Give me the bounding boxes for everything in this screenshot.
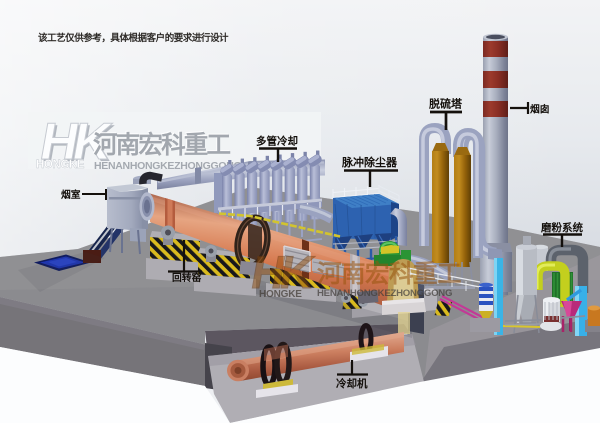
svg-text:回转窑: 回转窑	[172, 271, 202, 284]
svg-text:磨粉系统: 磨粉系统	[540, 221, 583, 234]
svg-text:脱硫塔: 脱硫塔	[429, 97, 463, 111]
svg-text:烟囱: 烟囱	[530, 103, 550, 116]
svg-text:河南宏科重工: 河南宏科重工	[92, 129, 229, 158]
svg-text:冷却机: 冷却机	[336, 377, 368, 390]
svg-text:HONGKE: HONGKE	[259, 289, 302, 300]
svg-text:河南宏科重工: 河南宏科重工	[93, 130, 230, 159]
svg-text:HENANHONGKEZHONGGONG: HENANHONGKEZHONGGONG	[317, 288, 452, 299]
svg-text:烟室: 烟室	[61, 188, 81, 201]
svg-text:河南宏科重工: 河南宏科重工	[317, 259, 461, 288]
svg-text:HONGKE: HONGKE	[36, 159, 85, 171]
svg-text:HENANHONGKEZHONGGONG: HENANHONGKEZHONGGONG	[94, 160, 242, 172]
svg-text:脉冲除尘器: 脉冲除尘器	[341, 155, 398, 169]
svg-text:多管冷却: 多管冷却	[256, 135, 298, 148]
svg-text:该工艺仅供参考，具体根据客户的要求进行设计: 该工艺仅供参考，具体根据客户的要求进行设计	[38, 32, 229, 44]
